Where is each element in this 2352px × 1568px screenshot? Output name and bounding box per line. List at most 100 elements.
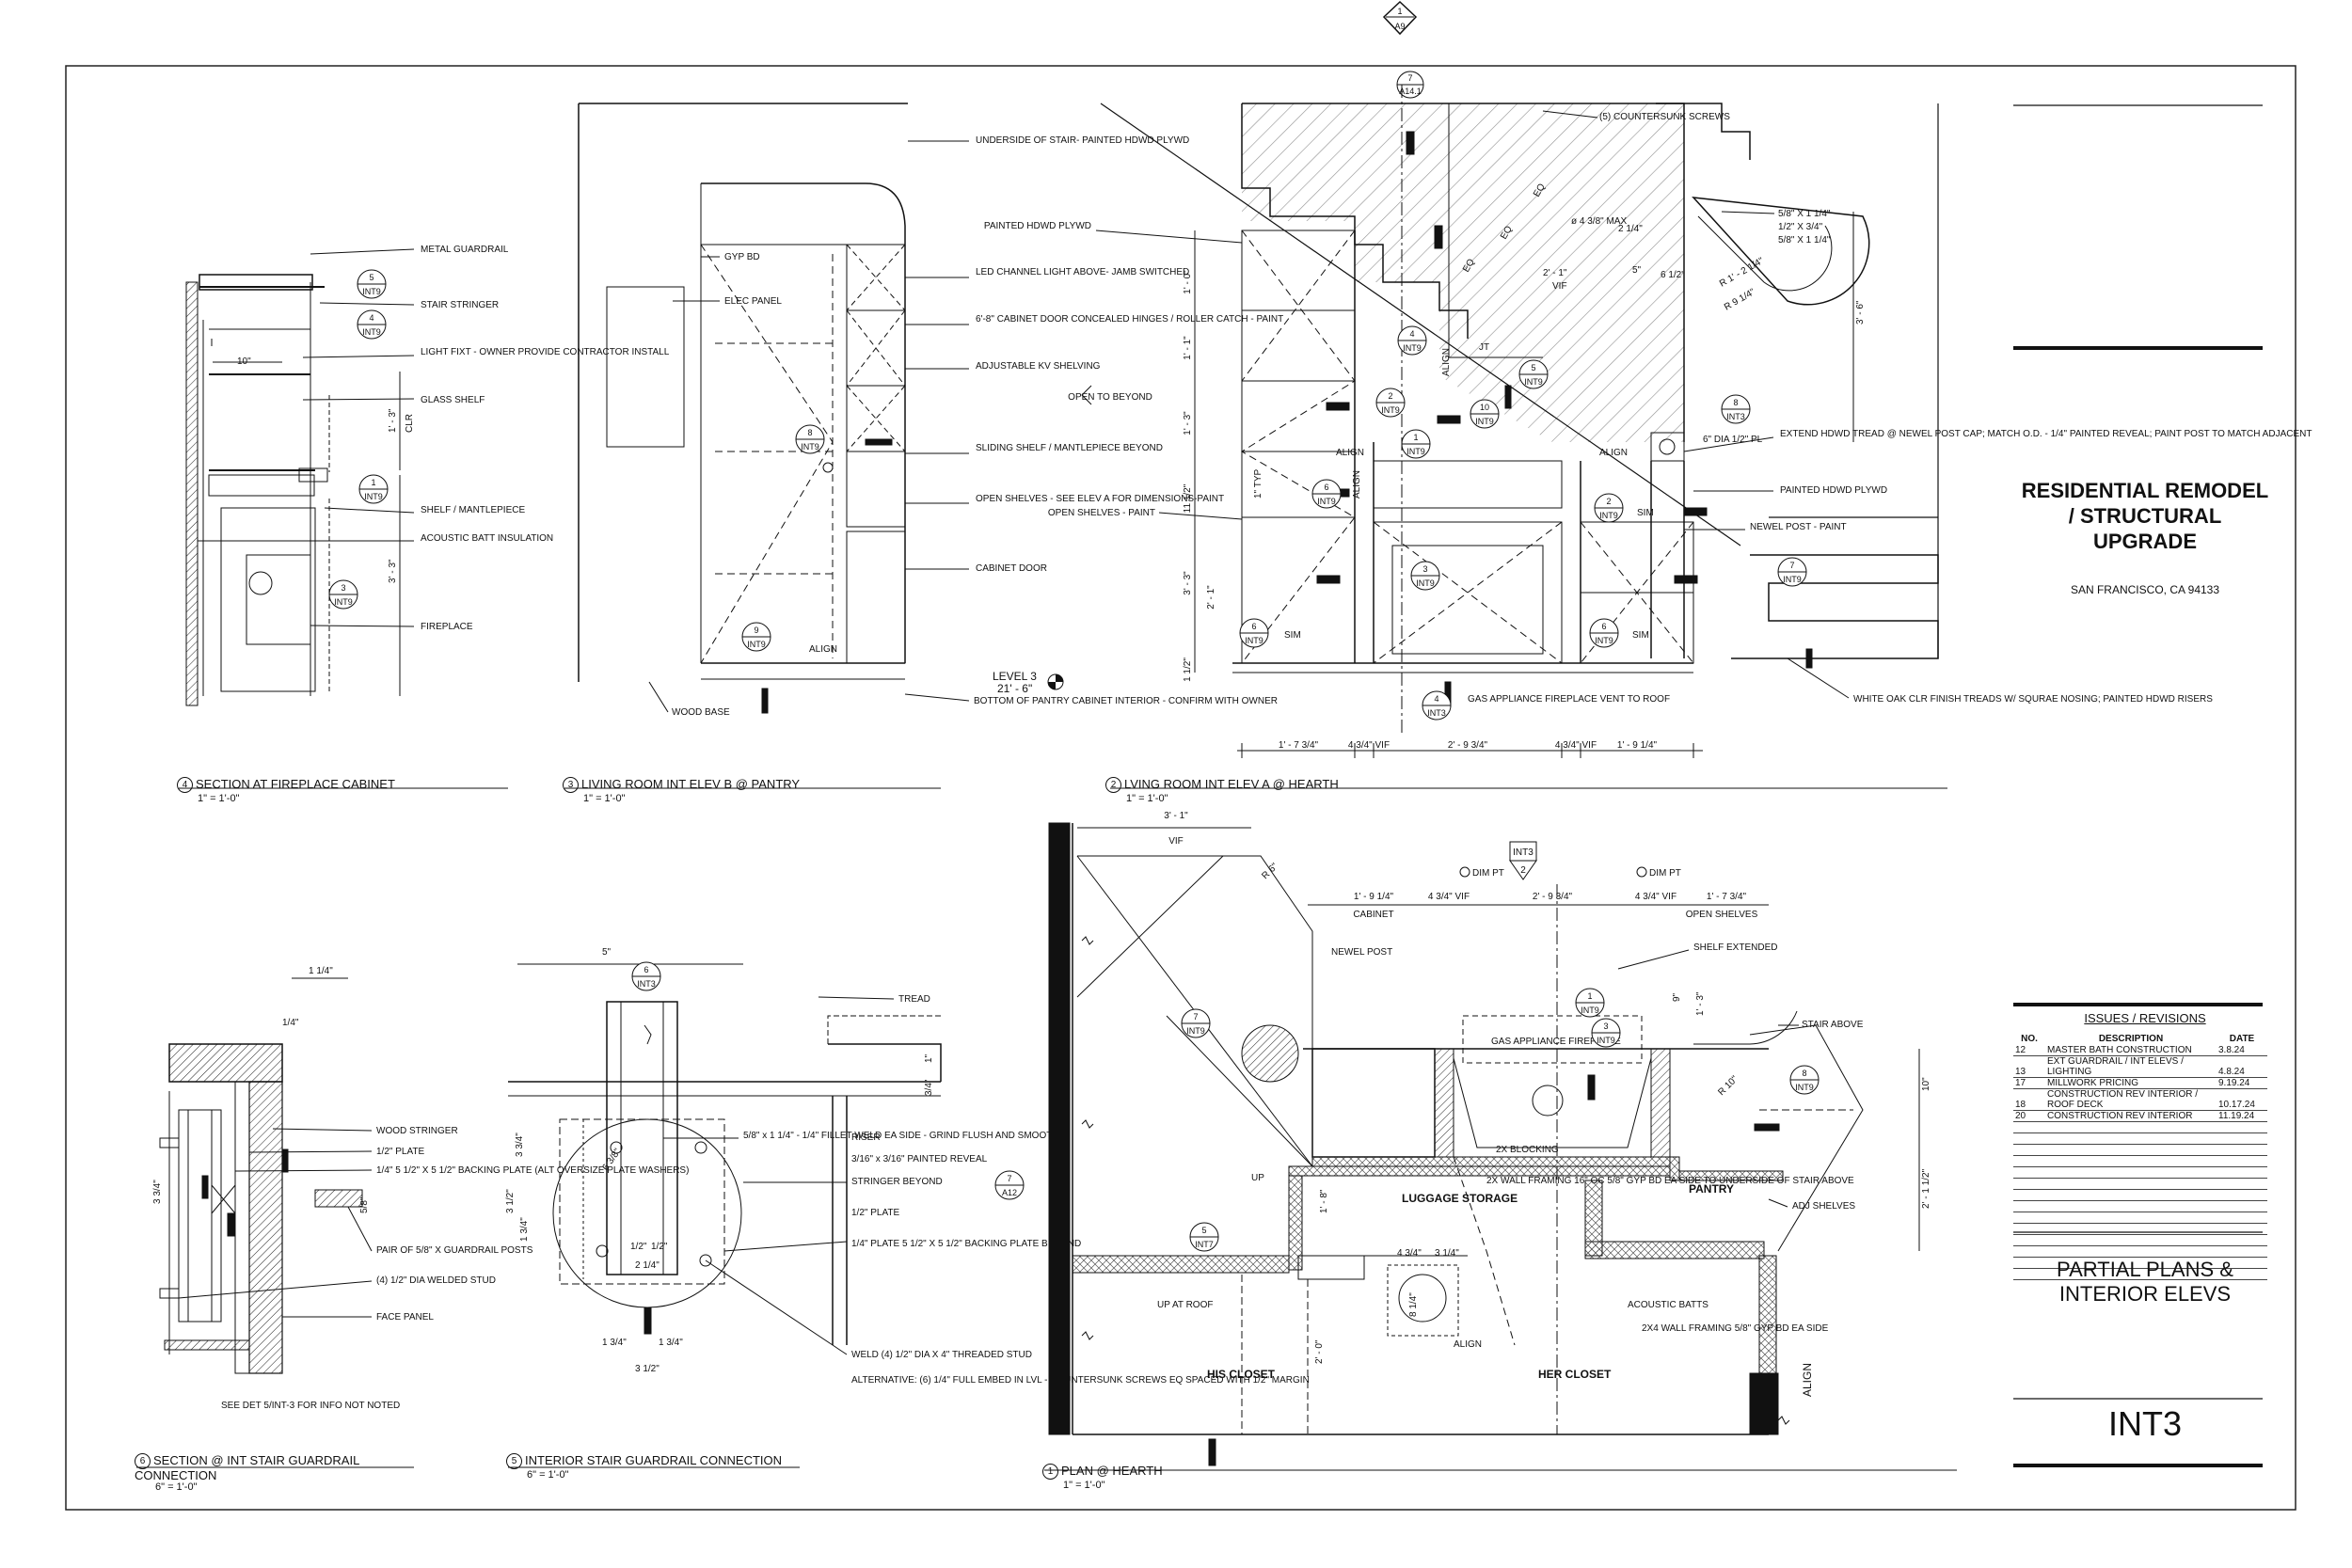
issue-cell-blank [2045,1223,2217,1235]
view-6-guardrail-section [159,1043,363,1374]
svg-text:PAINTED HDWD PLYWD: PAINTED HDWD PLYWD [1780,485,1887,496]
issue-cell-blank [2217,1132,2267,1145]
issue-cell-blank [2217,1178,2267,1190]
issue-cell-blank [2045,1166,2217,1179]
svg-text:1: 1 [1397,7,1402,16]
bubble-number: 1 [371,478,375,487]
svg-text:3/4": 3/4" [924,1079,934,1096]
bubble-number: 6 [1601,622,1606,631]
issue-cell-date: 4.8.24 [2217,1055,2267,1078]
section-marker-a9[interactable]: 1 A9 [1382,0,1418,36]
bubble-number: 4 [369,313,373,323]
svg-text:1 1/2": 1 1/2" [1183,657,1193,682]
issue-cell-no: 20 [2013,1110,2045,1122]
issue-row-blank [2013,1268,2267,1280]
svg-text:2' - 1": 2' - 1" [1206,585,1216,610]
bubble-number: 5 [1531,363,1535,372]
bubble-number: 7 [1789,561,1794,570]
svg-text:3 3/4": 3 3/4" [515,1132,525,1157]
svg-text:STAIR STRINGER: STAIR STRINGER [421,300,499,310]
issue-cell-blank [2013,1257,2045,1269]
bubble-sheet: INT3 [1427,708,1446,718]
svg-text:STAIR ABOVE: STAIR ABOVE [1802,1020,1864,1030]
bubble-sheet: INT9 [747,640,766,649]
svg-text:10": 10" [237,356,251,367]
reference-bubbles[interactable]: 5INT94INT91INT93INT98INT99INT94INT92INT9… [328,269,1820,1252]
bubble-number: 3 [1603,1022,1608,1031]
issue-cell-blank [2217,1155,2267,1167]
svg-text:1' - 3": 1' - 3" [1695,991,1706,1016]
issue-cell-blank [2045,1268,2217,1280]
issue-cell-desc: EXT GUARDRAIL / INT ELEVS / LIGHTING [2045,1055,2217,1078]
svg-text:NEWEL POST - PAINT: NEWEL POST - PAINT [1750,522,1847,532]
view-3-pantry-elevation [578,103,908,714]
bubble-sheet: INT9 [1597,1036,1615,1045]
svg-text:1 1/4": 1 1/4" [309,966,333,976]
svg-text:DIM PT: DIM PT [1649,868,1681,879]
sheet-border [65,65,2296,1511]
view-title-lines [136,787,1957,1471]
break-marks [1081,936,1790,1425]
bubble-sheet: INT9 [1317,497,1336,506]
bubble-number: 3 [1422,564,1427,574]
issue-row-blank [2013,1200,2267,1212]
issue-cell-no: 18 [2013,1088,2045,1111]
project-address: SAN FRANCISCO, CA 94133 [2070,583,2220,596]
view-4-notes: METAL GUARDRAIL STAIR STRINGER LIGHT FIX… [198,245,670,696]
bubble-sheet: INT9 [334,597,353,607]
issue-cell-blank [2217,1200,2267,1212]
svg-text:VIF: VIF [1168,836,1184,847]
svg-text:PANTRY: PANTRY [1689,1182,1734,1196]
bubble-sheet: INT9 [1245,636,1263,645]
bubble-number: 7 [1193,1012,1198,1022]
svg-text:R 9 1/4": R 9 1/4" [1723,287,1757,313]
svg-text:CABINET DOOR: CABINET DOOR [976,563,1047,574]
issue-cell-no: 13 [2013,1055,2045,1078]
svg-text:ALIGN: ALIGN [1599,448,1628,458]
issue-cell-blank [2217,1121,2267,1133]
bubble-number: 4 [1434,694,1438,704]
view-3-notes: UNDERSIDE OF STAIR- PAINTED HDWD PLYWD G… [648,135,1283,718]
svg-text:PAIR OF 5/8" X GUARDRAIL POSTS: PAIR OF 5/8" X GUARDRAIL POSTS [376,1245,533,1256]
bubble-sheet: INT9 [364,492,383,501]
svg-text:3 1/2": 3 1/2" [635,1364,660,1374]
section-marker-a14[interactable]: 7 A14.1 [1396,71,1424,99]
issue-cell-blank [2217,1245,2267,1258]
bubble-sheet: INT9 [1595,636,1613,645]
bubble-sheet: INT9 [362,327,381,337]
bubble-number: 2 [1606,497,1611,506]
svg-text:3 3/4": 3 3/4" [152,1180,163,1204]
view-2-hearth-elevation [1100,85,1939,734]
issue-cell-blank [2013,1144,2045,1156]
svg-text:TREAD: TREAD [898,994,930,1005]
svg-text:FACE PANEL: FACE PANEL [376,1312,434,1323]
